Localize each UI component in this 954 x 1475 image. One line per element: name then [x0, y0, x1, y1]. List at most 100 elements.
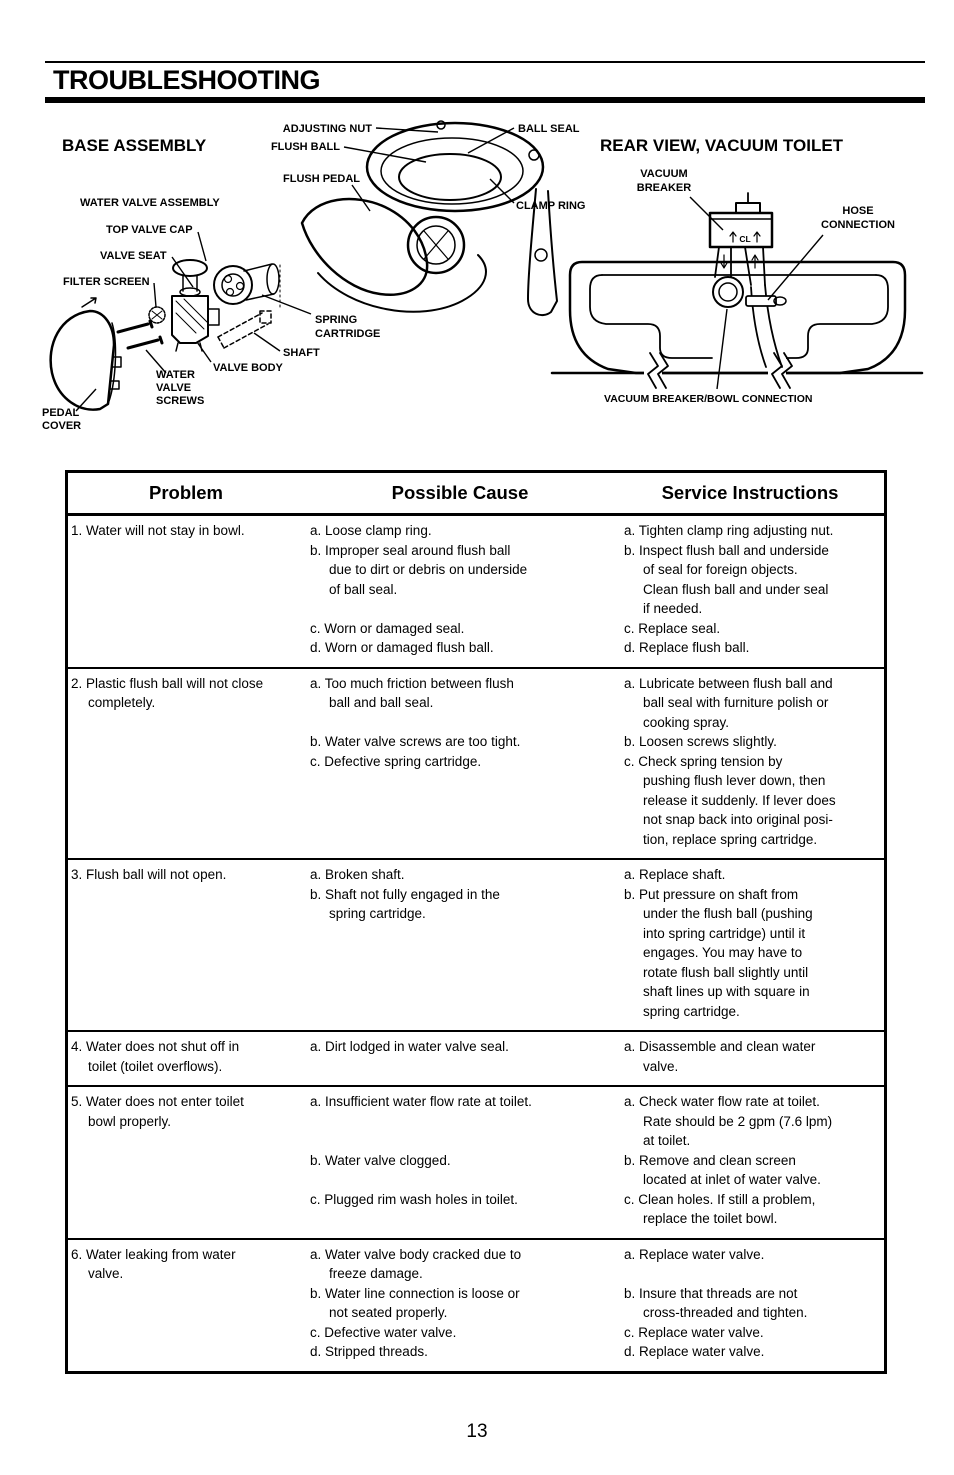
flush-ball-label: FLUSH BALL [271, 141, 340, 153]
possible-cause-column-header: Possible Cause [391, 482, 529, 503]
cell-line: b. Put pressure on shaft from [624, 886, 799, 902]
blank-line [310, 599, 614, 619]
item-marker: a. [310, 523, 322, 538]
item-marker: 4. [71, 1039, 83, 1054]
item-marker: a. [310, 1246, 322, 1262]
cell-line: of seal for foreign objects. [643, 562, 798, 577]
cell-line: b. Insure that threads are not [624, 1285, 798, 1301]
cell-line: valve. [88, 1266, 124, 1281]
shaft-label: SHAFT [283, 347, 320, 359]
spring-cartridge-label-1: SPRING [315, 314, 357, 326]
cell-line: ball seal with furniture polish or [643, 695, 829, 710]
cell-line: 4. Water does not shut off in [71, 1039, 240, 1054]
base-assembly-labels: ADJUSTING NUT BALL SEAL FLUSH BALL FLUSH… [42, 123, 585, 432]
table-row: 3. Flush ball will not open.a. Broken sh… [68, 858, 884, 1030]
item-marker: b. [310, 542, 322, 558]
cell-line: c. Defective water valve. [310, 1324, 457, 1340]
cell-line: c. Check spring tension by [624, 753, 783, 769]
cell-line: spring cartridge. [643, 1003, 740, 1019]
cell-line: a. Check water flow rate at toilet. [624, 1094, 820, 1109]
item-marker: c. [624, 620, 635, 636]
cell-line: a. Disassemble and clean water [624, 1039, 816, 1054]
cell-line: Clean flush ball and under seal [643, 581, 829, 597]
possible-cause-cell: a. Water valve body cracked due to freeze… [304, 1240, 616, 1371]
item-marker: b. [310, 734, 322, 749]
cell-line: c. Replace water valve. [624, 1324, 764, 1340]
table-row: 1. Water will not stay in bowl.a. Loose … [68, 516, 884, 667]
item-marker: 6. [71, 1246, 83, 1262]
item-marker: a. [310, 1039, 322, 1054]
top-valve-cap-label: TOP VALVE CAP [106, 224, 193, 236]
cell-line: freeze damage. [329, 1266, 423, 1281]
cell-line: at toilet. [643, 1133, 691, 1148]
blank-line [310, 1170, 614, 1190]
table-row: 4. Water does not shut off in toilet (toi… [68, 1030, 884, 1085]
cell-line: toilet (toilet overflows). [88, 1058, 223, 1074]
cell-line: c. Worn or damaged seal. [310, 620, 465, 636]
cell-line: b. Water valve screws are too tight. [310, 734, 521, 749]
adjusting-nut-label: ADJUSTING NUT [283, 123, 373, 135]
cell-line: into spring cartridge) until it [643, 925, 806, 941]
item-marker: a. [624, 1039, 636, 1054]
item-marker: a. [624, 523, 636, 538]
item-marker: b. [310, 886, 322, 902]
item-marker: b. [310, 1285, 322, 1301]
item-marker: a. [310, 867, 322, 882]
cell-line: b. Remove and clean screen [624, 1152, 796, 1168]
problem-cell: 1. Water will not stay in bowl. [68, 516, 304, 667]
item-marker: b. [624, 734, 636, 749]
item-marker: 2. [71, 675, 83, 691]
cell-line: c. Plugged rim wash holes in toilet. [310, 1191, 518, 1207]
rear-view-labels: VACUUM BREAKER HOSE CONNECTION CL VACUUM… [604, 168, 895, 405]
cell-line: d. Replace flush ball. [624, 640, 750, 655]
flush-pedal-label: FLUSH PEDAL [283, 173, 360, 185]
item-marker: b. [624, 1152, 636, 1168]
cell-line: pushing flush lever down, then [643, 773, 826, 788]
cell-line: a. Broken shaft. [310, 867, 405, 882]
cell-line: a. Water valve body cracked due to [310, 1246, 522, 1262]
cell-line: a. Dirt lodged in water valve seal. [310, 1039, 509, 1054]
problem-column-header: Problem [148, 482, 224, 503]
cell-line: d. Replace water valve. [624, 1344, 765, 1359]
base-assembly-art [49, 120, 558, 411]
cell-line: a. Replace shaft. [624, 867, 726, 882]
possible-cause-cell: a. Broken shaft. b. Shaft not fully engag… [304, 860, 616, 1030]
rear-view-title: REAR VIEW, VACUUM TOILET [600, 136, 844, 155]
table-header-row: Problem Possible Cause Service Instructi… [68, 473, 884, 516]
cell-line: shaft lines up with square in [643, 984, 810, 999]
water-valve-screws-label-3: SCREWS [156, 395, 204, 407]
cell-line: if needed. [643, 601, 703, 616]
cell-line: rotate flush ball slightly until [643, 964, 809, 980]
cell-line: c. Defective spring cartridge. [310, 753, 482, 769]
pedal-cover-label-2: COVER [42, 420, 81, 432]
header-rule-thick [45, 97, 925, 103]
item-marker: b. [624, 1285, 636, 1301]
cell-line: ball and ball seal. [329, 695, 434, 710]
water-valve-screws-label-1: WATER [156, 369, 195, 381]
cell-line: cooking spray. [643, 714, 730, 730]
item-marker: b. [624, 542, 636, 558]
item-marker: d. [624, 640, 636, 655]
cell-line: valve. [643, 1058, 679, 1074]
possible-cause-cell: a. Dirt lodged in water valve seal. [304, 1032, 616, 1085]
item-marker: c. [624, 1191, 635, 1207]
cell-line: b. Shaft not fully engaged in the [310, 886, 500, 902]
possible-cause-cell: a. Insufficient water flow rate at toile… [304, 1087, 616, 1238]
valve-seat-label: VALVE SEAT [100, 250, 167, 262]
rear-view-diagram: REAR VIEW, VACUUM TOILET [550, 136, 924, 405]
cell-line: 5. Water does not enter toilet [71, 1094, 244, 1109]
item-marker: 5. [71, 1094, 83, 1109]
cell-line: d. Worn or damaged flush ball. [310, 640, 494, 655]
cell-line: Rate should be 2 gpm (7.6 lpm) [643, 1113, 833, 1129]
vacuum-breaker-label-1: VACUUM [640, 168, 687, 180]
cell-line: spring cartridge. [329, 906, 426, 921]
pedal-cover-label-1: PEDAL [42, 407, 80, 419]
page-number: 13 [466, 1421, 488, 1442]
cell-line: due to dirt or debris on underside [329, 562, 528, 577]
service-instructions-cell: a. Check water flow rate at toilet. Rate … [616, 1087, 884, 1238]
